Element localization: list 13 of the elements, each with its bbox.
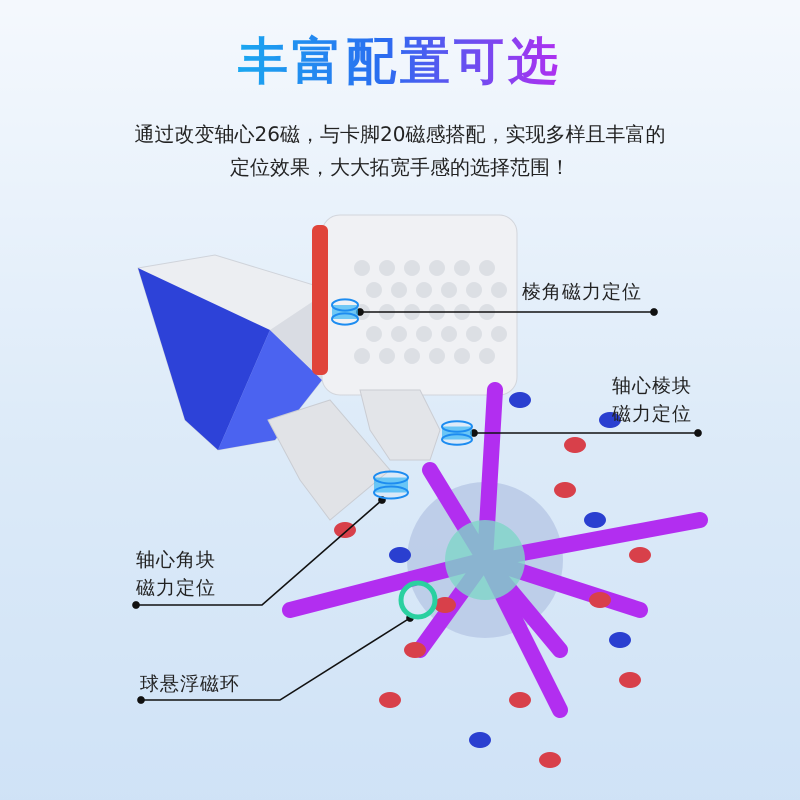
description-text: 通过改变轴心26磁，与卡脚20磁感搭配，实现多样且丰富的定位效果，大大拓宽手感的选择范围！ xyxy=(134,121,666,181)
leader-line xyxy=(356,308,658,316)
callout-label: 轴心角块磁力定位 xyxy=(136,546,224,605)
leader-line xyxy=(470,429,702,437)
magnet-cylinder xyxy=(440,420,474,446)
callout-label: 球悬浮磁环 xyxy=(140,670,252,700)
magnet-cylinder xyxy=(372,470,410,500)
leader-line xyxy=(132,496,386,609)
magnet-cylinder xyxy=(330,298,360,326)
callout-label: 棱角磁力定位 xyxy=(522,278,654,312)
magnet-ring xyxy=(398,580,438,620)
callout-label: 轴心棱块磁力定位 xyxy=(612,372,698,433)
leader-line xyxy=(137,614,414,704)
